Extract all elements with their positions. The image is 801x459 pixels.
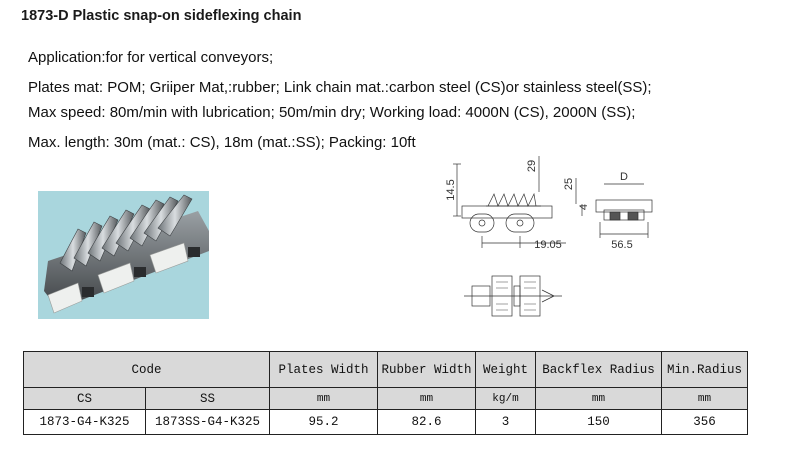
spec-length-packing: Max. length: 30m (mat.: CS), 18m (mat.:S…: [28, 134, 416, 151]
subheader-ss: SS: [145, 387, 270, 410]
table-header-row: Code Plates Width Rubber Width Weight Ba…: [23, 351, 748, 388]
cell-rubber-width: 82.6: [377, 409, 476, 435]
cell-weight: 3: [475, 409, 536, 435]
dim-pitch-label: 19.05: [534, 239, 562, 251]
spec-application: Application:for for vertical conveyors;: [28, 49, 274, 66]
header-rubber-width: Rubber Width: [377, 351, 476, 388]
unit-min-radius: mm: [661, 387, 748, 410]
spec-materials: Plates mat: POM; Griiper Mat,:rubber; Li…: [28, 79, 652, 96]
cell-plates-width: 95.2: [269, 409, 378, 435]
cell-min-radius: 356: [661, 409, 748, 435]
unit-weight: kg/m: [475, 387, 536, 410]
table-subheader-row: CS SS mm mm kg/m mm mm: [23, 387, 748, 410]
header-plates-width: Plates Width: [269, 351, 378, 388]
spec-speed-load: Max speed: 80m/min with lubrication; 50m…: [28, 104, 636, 121]
cell-code-cs: 1873-G4-K325: [23, 409, 146, 435]
header-min-radius: Min.Radius: [661, 351, 748, 388]
dim-plate-thick-label: 4: [578, 204, 590, 210]
unit-backflex-radius: mm: [535, 387, 662, 410]
cell-code-ss: 1873SS-G4-K325: [145, 409, 270, 435]
subheader-cs: CS: [23, 387, 146, 410]
cell-backflex-radius: 150: [535, 409, 662, 435]
header-code: Code: [23, 351, 270, 388]
unit-rubber-width: mm: [377, 387, 476, 410]
spec-table: Code Plates Width Rubber Width Weight Ba…: [23, 351, 748, 435]
unit-plates-width: mm: [269, 387, 378, 410]
dim-width-label: 56.5: [611, 239, 632, 251]
product-photo: [38, 191, 209, 319]
top-view-drawing: [462, 268, 566, 324]
dim-gripper-label: 29: [526, 160, 538, 172]
header-weight: Weight: [475, 351, 536, 388]
page-title: 1873-D Plastic snap-on sideflexing chain: [21, 8, 302, 24]
side-view-drawing: 14.5 29 19.05 25 4 D 56.5: [436, 152, 666, 256]
dim-height-label: 14.5: [445, 179, 457, 200]
dim-plate-height-label: 25: [563, 178, 575, 190]
dim-d-label: D: [620, 171, 628, 183]
header-backflex-radius: Backflex Radius: [535, 351, 662, 388]
table-row: 1873-G4-K325 1873SS-G4-K325 95.2 82.6 3 …: [23, 409, 748, 435]
